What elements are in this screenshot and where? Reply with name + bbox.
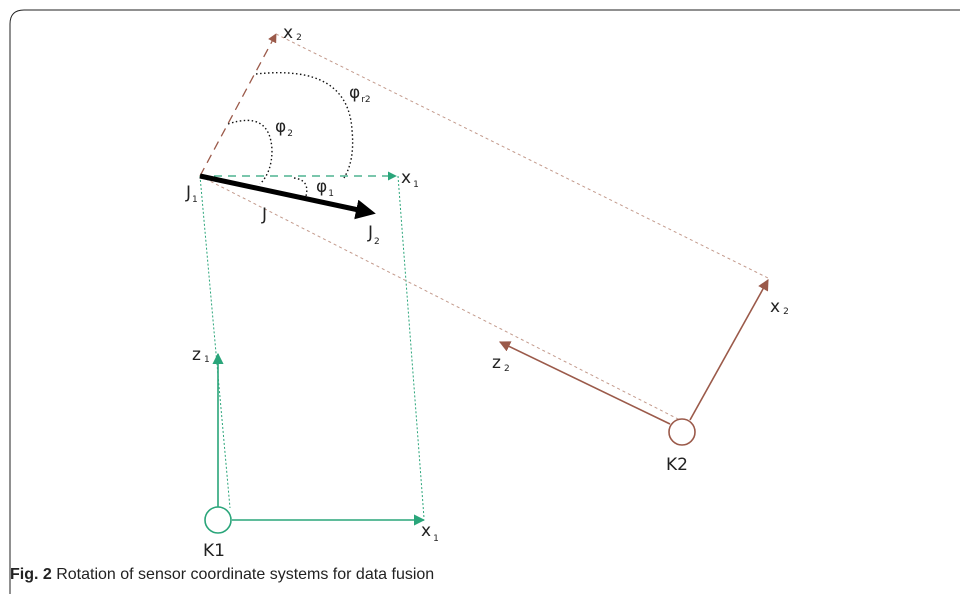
phi2-arc	[227, 119, 273, 185]
figure-number: Fig. 2	[10, 566, 52, 583]
x2-dashed-axis	[199, 33, 277, 177]
brown-projection-line-bottom	[199, 175, 681, 421]
phi1-arc	[293, 177, 308, 197]
k2-x2-axis	[689, 279, 769, 421]
j-vector	[199, 173, 376, 220]
k2-origin-circle	[668, 418, 696, 446]
brown-projection-line-top	[275, 33, 769, 279]
k2-z2-axis	[498, 341, 671, 425]
k1-origin-circle	[204, 506, 232, 534]
j2-label: J2	[367, 223, 380, 247]
phi-r2-label: φr2	[349, 83, 371, 105]
frame-border	[9, 9, 960, 594]
j1-label: J1	[185, 183, 198, 205]
green-projection-line-right	[397, 175, 425, 519]
phi1-label: φ1	[316, 177, 334, 199]
figure-caption: Fig. 2 Rotation of sensor coordinate sys…	[10, 566, 434, 584]
phi-r2-arc	[255, 72, 354, 179]
k2-label: K2	[666, 455, 688, 475]
k1-label: K1	[203, 541, 225, 561]
j-label: J	[261, 205, 267, 225]
green-projection-line-left	[199, 175, 231, 509]
phi2-label: φ2	[275, 117, 293, 139]
caption-text: Rotation of sensor coordinate systems fo…	[51, 566, 435, 583]
